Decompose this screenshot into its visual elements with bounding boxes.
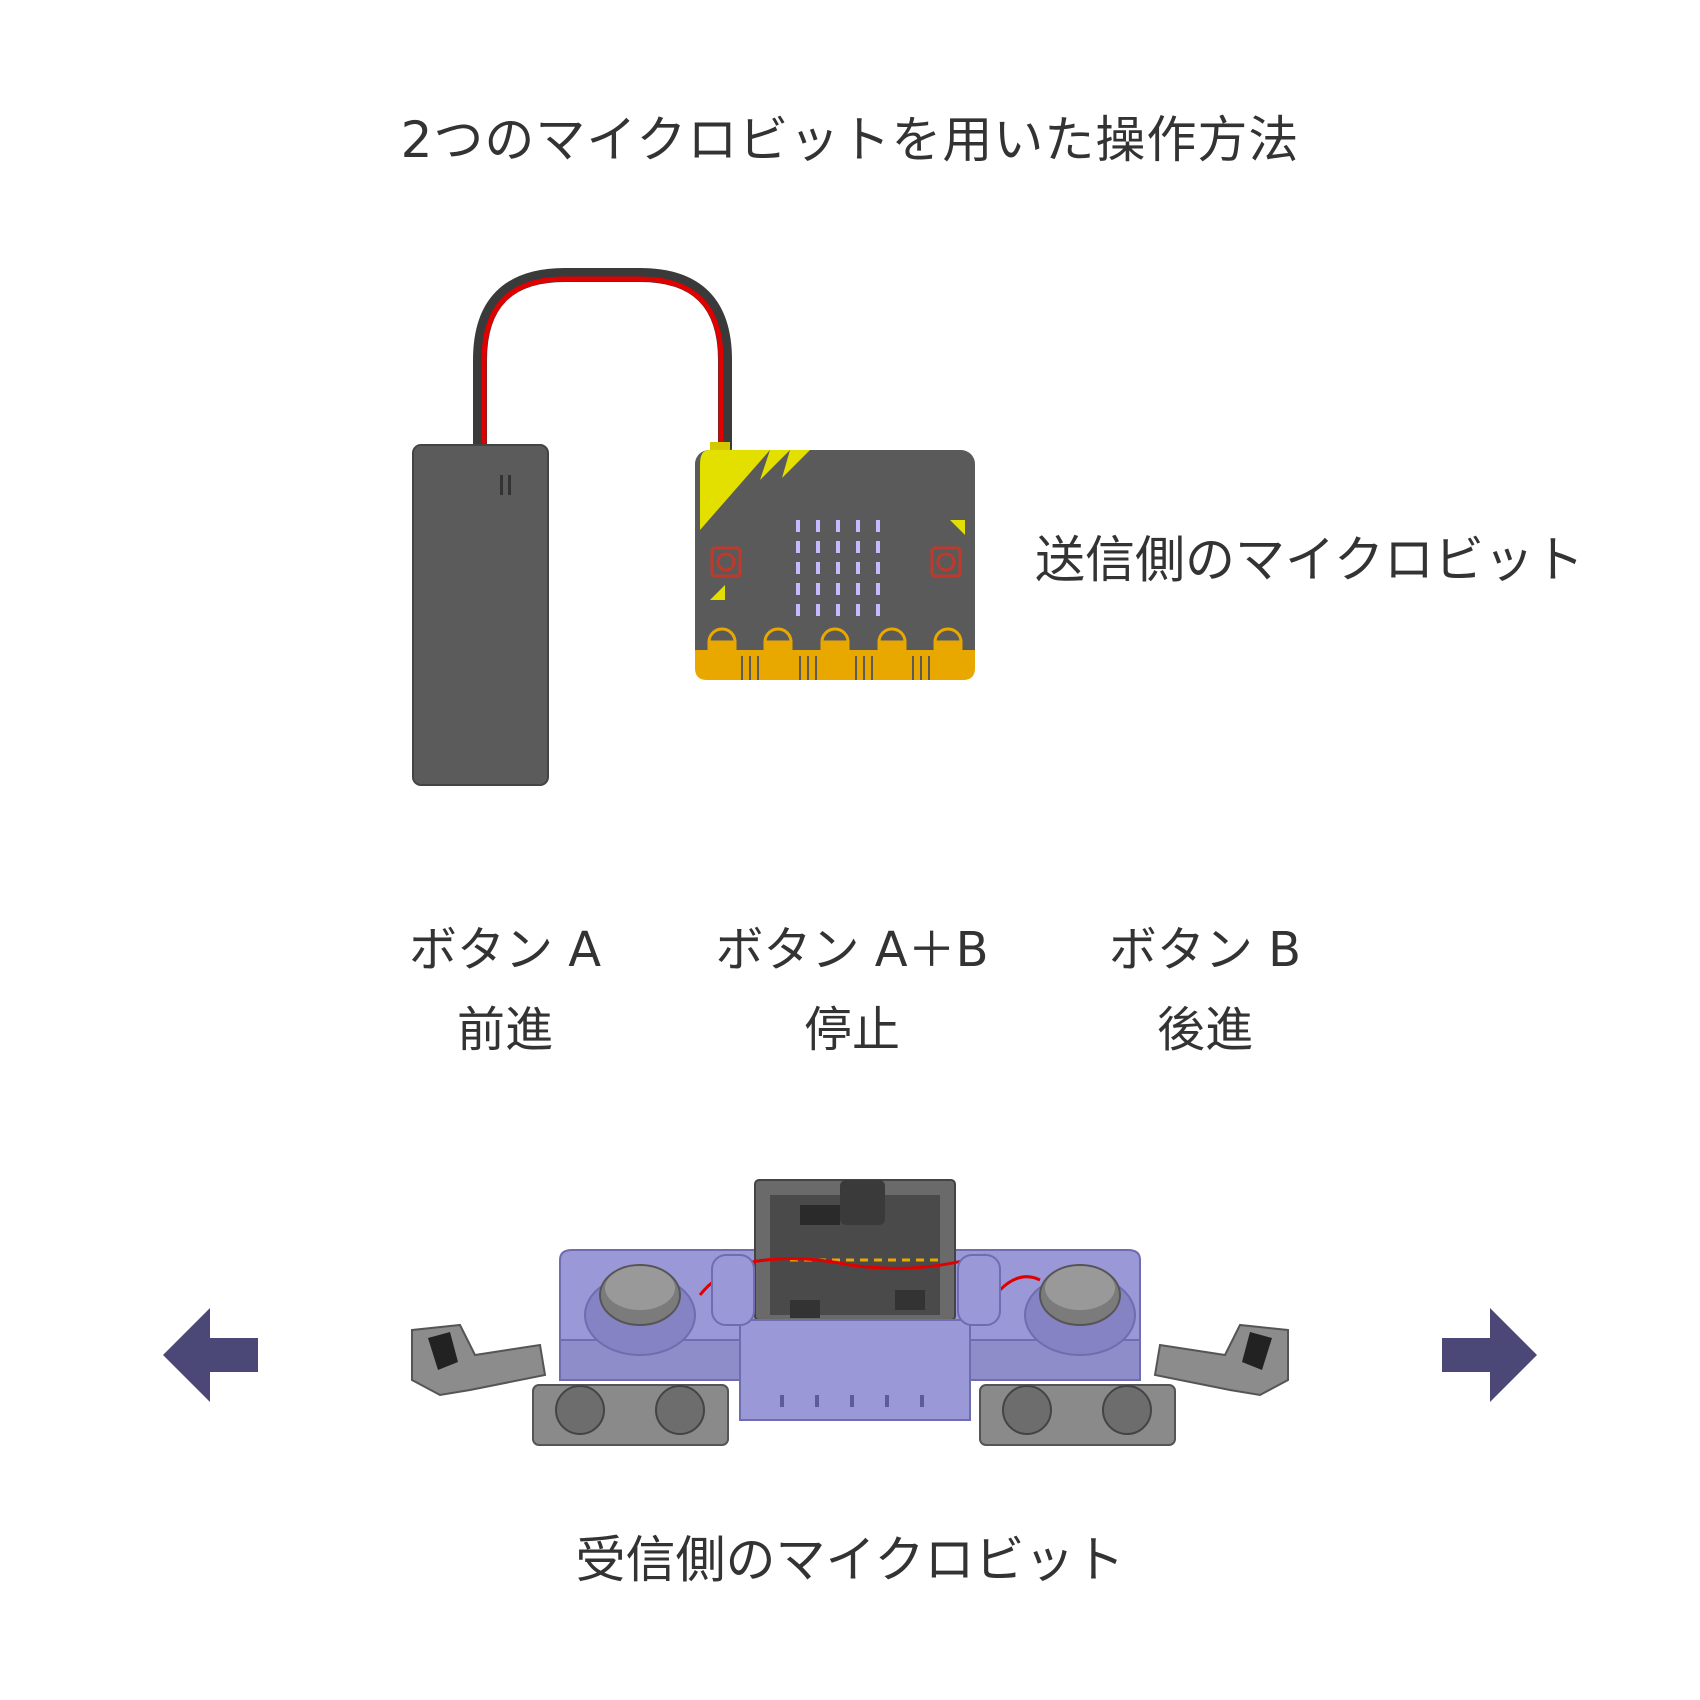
battery-cable [473, 268, 732, 455]
control-forward: ボタン A 前進 [325, 910, 685, 1070]
arrow-left-icon [163, 1308, 258, 1402]
button-a-label: ボタン A [408, 922, 602, 978]
receiver-label: 受信側のマイクロビット [575, 1531, 1125, 1589]
sender-label: 送信側のマイクロビット [1035, 531, 1584, 589]
control-backward: ボタン B 後進 [1025, 910, 1385, 1070]
backward-label: 後進 [1156, 1002, 1253, 1058]
page-title: 2つのマイクロビットを用いた操作方法 [400, 111, 1300, 169]
battery-box-icon [412, 444, 549, 786]
forward-label: 前進 [456, 1002, 553, 1058]
button-ab-label: ボタン A＋B [715, 922, 989, 978]
button-b-label: ボタン B [1108, 922, 1302, 978]
arrow-right-icon [1442, 1308, 1537, 1402]
stop-label: 停止 [803, 1002, 900, 1058]
train-chassis-icon [411, 1179, 1289, 1446]
microbit-board-icon [695, 442, 975, 680]
control-stop: ボタン A＋B 停止 [672, 910, 1032, 1070]
